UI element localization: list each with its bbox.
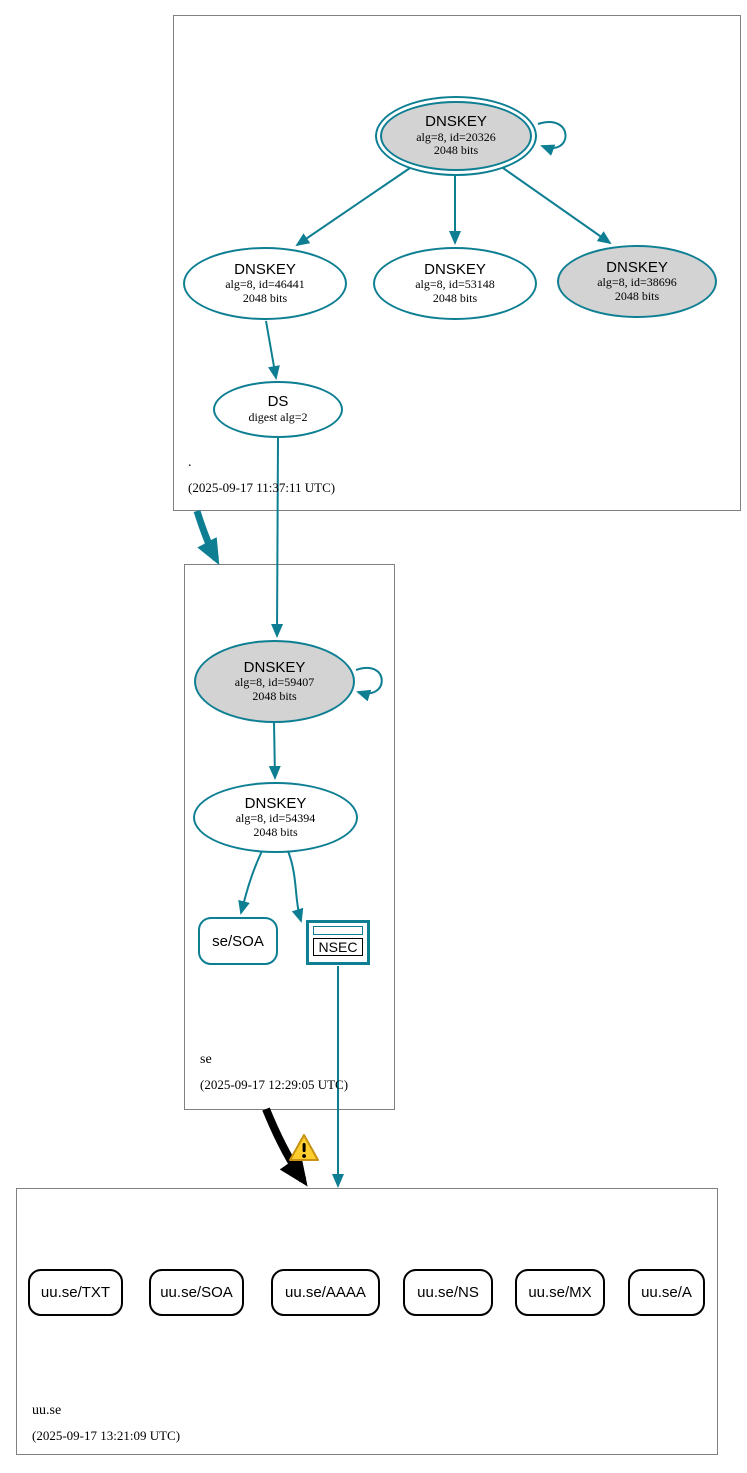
node-detail: 2048 bits <box>614 288 660 303</box>
rrset-label: uu.se/NS <box>417 1284 479 1301</box>
rrset-uuse-mx[interactable]: uu.se/MX <box>515 1269 605 1316</box>
rrset-label: uu.se/A <box>641 1284 692 1301</box>
dnskey-node-20326[interactable]: DNSKEY alg=8, id=20326 2048 bits <box>375 96 537 176</box>
node-detail: alg=8, id=38696 <box>597 275 677 290</box>
dnskey-node-46441[interactable]: DNSKEY alg=8, id=46441 2048 bits <box>183 247 347 320</box>
node-title: DNSKEY <box>244 794 307 812</box>
node-detail: 2048 bits <box>432 290 478 305</box>
zone-label-root: . <box>188 455 192 470</box>
rrset-label: uu.se/SOA <box>160 1284 233 1301</box>
rrset-uuse-ns[interactable]: uu.se/NS <box>403 1269 493 1316</box>
zone-timestamp-uuse: (2025-09-17 13:21:09 UTC) <box>32 1428 181 1443</box>
node-detail: 2048 bits <box>252 688 297 703</box>
rrset-uuse-soa[interactable]: uu.se/SOA <box>149 1269 244 1316</box>
dnskey-node-59407[interactable]: DNSKEY alg=8, id=59407 2048 bits <box>194 640 355 723</box>
node-detail: alg=8, id=46441 <box>225 277 305 292</box>
zone-timestamp-se: (2025-09-17 12:29:05 UTC) <box>200 1077 349 1092</box>
node-detail: alg=8, id=20326 <box>416 129 496 144</box>
rrset-uuse-aaaa[interactable]: uu.se/AAAA <box>271 1269 380 1316</box>
rrset-label: uu.se/MX <box>528 1284 592 1301</box>
edge-sezone-to-uusezone <box>262 1107 308 1187</box>
zone-label-se: se <box>200 1052 212 1067</box>
edge-rootzone-to-sezone <box>193 509 220 566</box>
node-title: DNSKEY <box>234 260 296 278</box>
node-title: DNSKEY <box>243 658 306 676</box>
nsec-strip <box>313 926 363 935</box>
ds-node[interactable]: DS digest alg=2 <box>213 381 343 438</box>
dnskey-node-53148[interactable]: DNSKEY alg=8, id=53148 2048 bits <box>373 247 537 320</box>
rrset-label: uu.se/TXT <box>40 1284 111 1301</box>
dnskey-node-38696[interactable]: DNSKEY alg=8, id=38696 2048 bits <box>557 245 717 318</box>
node-title: DNSKEY <box>425 113 487 131</box>
node-detail: 2048 bits <box>242 290 288 305</box>
dnskey-node-20326-inner: DNSKEY alg=8, id=20326 2048 bits <box>380 101 532 171</box>
node-title: DNSKEY <box>424 260 486 278</box>
node-detail: digest alg=2 <box>248 410 308 425</box>
zone-timestamp-root: (2025-09-17 11:37:11 UTC) <box>188 480 336 495</box>
node-title: DNSKEY <box>606 258 668 276</box>
rrset-uuse-a[interactable]: uu.se/A <box>628 1269 705 1316</box>
rrset-label: uu.se/AAAA <box>285 1284 366 1301</box>
nsec-label: NSEC <box>313 938 363 956</box>
zone-label-uuse: uu.se <box>32 1403 62 1418</box>
nsec-node[interactable]: NSEC <box>306 920 370 965</box>
node-detail: alg=8, id=59407 <box>234 675 315 690</box>
rrset-se-soa[interactable]: se/SOA <box>198 917 278 965</box>
node-detail: 2048 bits <box>433 143 479 158</box>
dnskey-node-54394[interactable]: DNSKEY alg=8, id=54394 2048 bits <box>193 782 358 853</box>
zone-box-root <box>173 15 741 511</box>
node-detail: 2048 bits <box>253 824 298 839</box>
node-title: DS <box>267 393 289 411</box>
zone-box-uuse <box>16 1188 718 1455</box>
rrset-label: se/SOA <box>212 932 264 950</box>
node-detail: alg=8, id=53148 <box>415 277 495 292</box>
rrset-uuse-txt[interactable]: uu.se/TXT <box>28 1269 123 1316</box>
node-detail: alg=8, id=54394 <box>235 811 316 826</box>
warning-icon <box>289 1134 319 1161</box>
